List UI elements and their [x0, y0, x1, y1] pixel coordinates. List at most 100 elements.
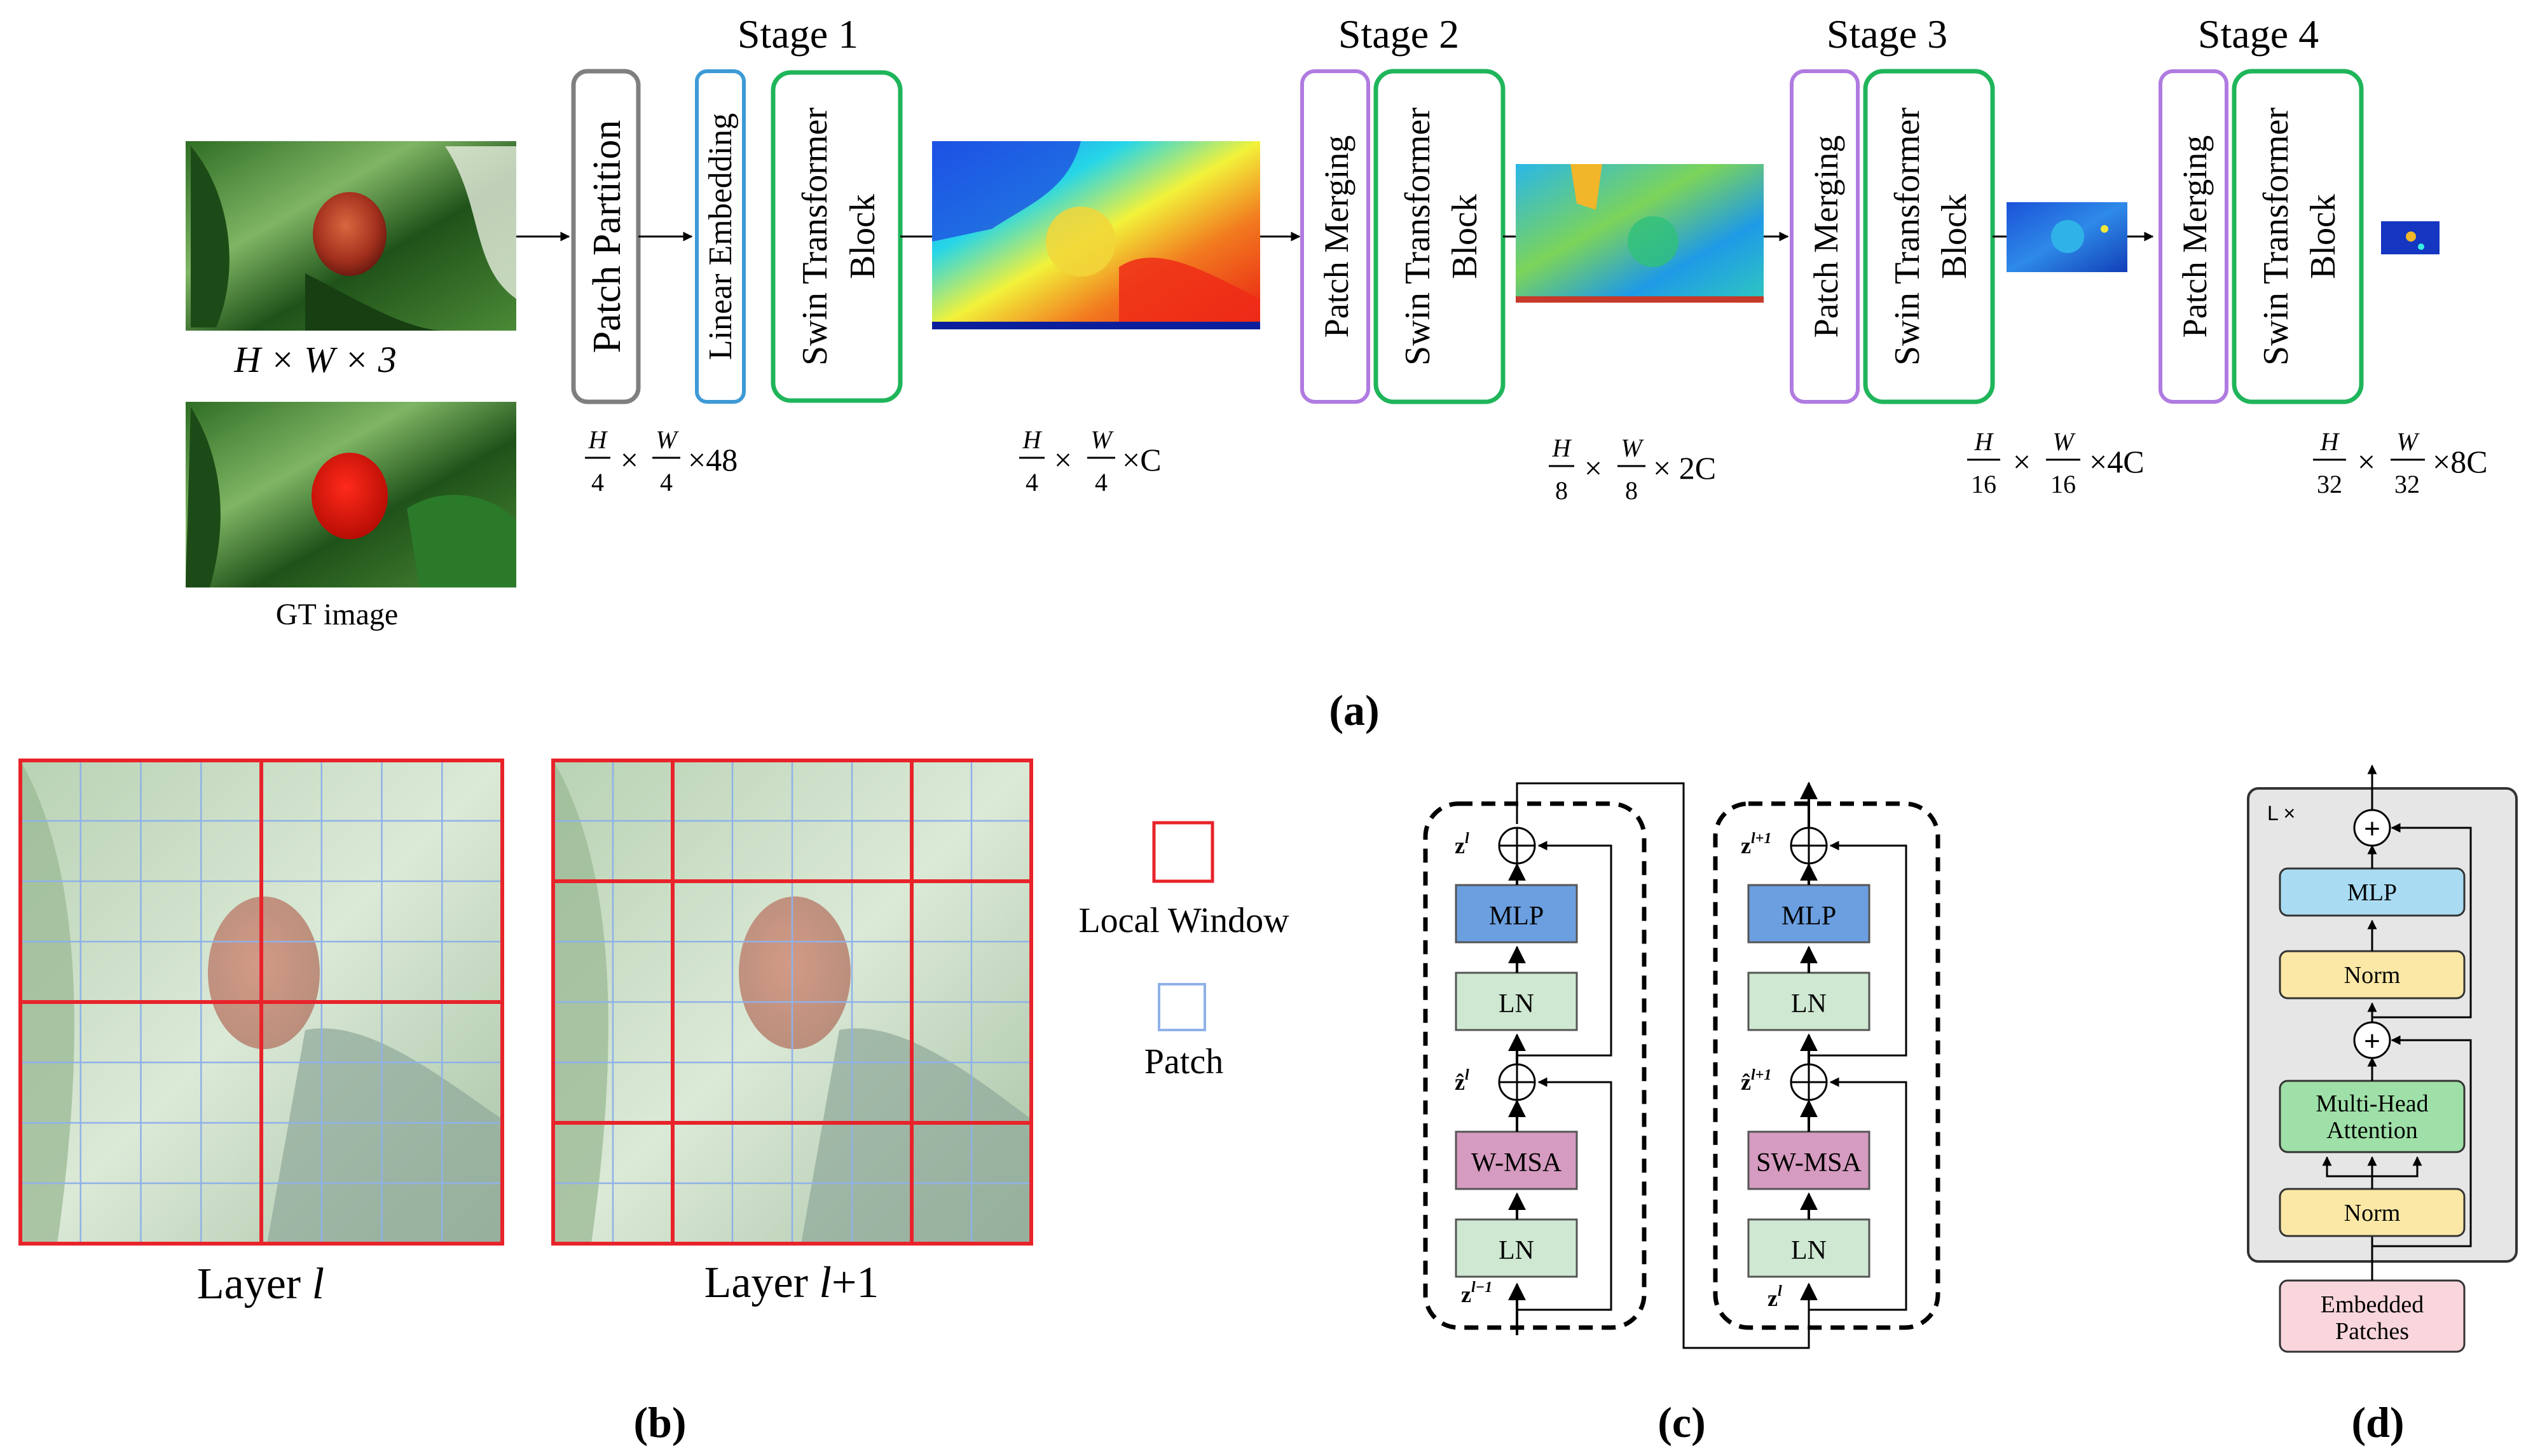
caption-b: (b) [633, 1398, 686, 1446]
svg-text:× 2C: × 2C [1653, 450, 1716, 486]
svg-text:×C: ×C [1122, 442, 1162, 477]
svg-text:H: H [588, 425, 608, 454]
svg-text:Attention: Attention [2326, 1117, 2418, 1144]
svg-text:H: H [1552, 434, 1572, 462]
svg-text:4: 4 [1095, 468, 1108, 497]
svg-text:Swin Transformer: Swin Transformer [1398, 107, 1438, 366]
panel-c: LN W-MSA LN MLP zl ẑl zl−1 [1423, 781, 1940, 1446]
svg-text:LN: LN [1791, 989, 1827, 1019]
feature-map-1 [932, 141, 1260, 329]
caption-a: (a) [1329, 686, 1379, 734]
svg-text:×4C: ×4C [2089, 444, 2145, 479]
stage-2-title: Stage 2 [1338, 11, 1459, 57]
svg-text:W: W [2396, 427, 2420, 456]
svg-text:×: × [2358, 444, 2375, 479]
caption-d: (d) [2351, 1398, 2404, 1446]
ln-bottom-right [1747, 1218, 1870, 1278]
svg-text:Norm: Norm [2344, 962, 2401, 989]
layer-l-image [18, 759, 504, 1246]
left-swin-block: LN W-MSA LN MLP zl ẑl zl−1 [1455, 827, 1612, 1335]
stage-2-dims: H 8 × W 8 × 2C [1549, 434, 1716, 505]
svg-text:+: + [2364, 1026, 2380, 1057]
panel-d: L × Embedded Patches Norm Multi-Head Att… [2247, 764, 2518, 1446]
svg-text:Patch Merging: Patch Merging [2176, 135, 2214, 338]
svg-text:LN: LN [1499, 1236, 1534, 1265]
svg-text:32: 32 [2394, 470, 2420, 498]
svg-text:+: + [2364, 813, 2380, 844]
patch-legend-swatch [1158, 983, 1206, 1031]
local-window-grid [18, 759, 504, 1246]
swin-block-stage4 [2232, 69, 2364, 404]
feature-map-4 [2381, 221, 2440, 254]
sw-msa-block [1747, 1130, 1870, 1190]
svg-text:MLP: MLP [2347, 879, 2397, 906]
svg-text:Multi-Head: Multi-Head [2316, 1090, 2428, 1117]
mlp-right [1747, 884, 1870, 944]
svg-text:W: W [2052, 427, 2076, 456]
svg-text:LN: LN [1791, 1236, 1827, 1265]
svg-text:16: 16 [1971, 470, 1996, 498]
right-swin-block: LN SW-MSA LN MLP zl+1 ẑl+1 zl [1741, 781, 1907, 1311]
feature-map-3 [2007, 202, 2127, 272]
layer-l1-label: Layer l+1 [704, 1258, 879, 1307]
svg-text:Patch Merging: Patch Merging [1807, 135, 1845, 338]
svg-text:W: W [1090, 425, 1114, 454]
svg-text:H: H [1022, 425, 1043, 454]
svg-text:Block: Block [2303, 194, 2343, 279]
right-block-container [1713, 801, 1940, 1330]
svg-text:ẑl+1: ẑl+1 [1741, 1067, 1771, 1095]
stage-4-title: Stage 4 [2198, 11, 2319, 57]
panel-a: H × W × 3 GT image Patch Partition Stage… [186, 11, 2488, 734]
w-msa-block [1455, 1130, 1578, 1190]
svg-text:Norm: Norm [2344, 1200, 2401, 1226]
svg-text:Embedded: Embedded [2321, 1291, 2424, 1318]
svg-text:W-MSA: W-MSA [1471, 1148, 1562, 1178]
svg-text:4: 4 [591, 468, 604, 497]
svg-text:4: 4 [660, 468, 673, 497]
patch-partition-label: Patch Partition [586, 120, 629, 354]
svg-text:Block: Block [1445, 194, 1485, 279]
svg-text:W: W [656, 425, 679, 454]
ln-top-left [1455, 972, 1578, 1031]
svg-text:4: 4 [1026, 468, 1038, 497]
svg-text:zl: zl [1768, 1283, 1782, 1311]
shifted-window-grid [551, 759, 1033, 1246]
svg-text:MLP: MLP [1489, 902, 1544, 931]
svg-text:32: 32 [2317, 470, 2342, 498]
stage-1-input-dims: H 4 × W 4 ×48 [585, 425, 738, 497]
svg-text:SW-MSA: SW-MSA [1756, 1148, 1862, 1178]
linear-embedding-block [695, 69, 746, 404]
patch-merging-stage2 [1300, 69, 1370, 404]
svg-text:ẑl: ẑl [1455, 1067, 1469, 1095]
patch-merging-stage4 [2159, 69, 2228, 404]
svg-text:×48: ×48 [688, 442, 738, 477]
linear-embedding-label: Linear Embedding [703, 113, 739, 360]
gt-image-label: GT image [276, 598, 398, 631]
patch-legend-label: Patch [1144, 1042, 1223, 1082]
repeat-label: L × [2267, 802, 2295, 825]
local-window-legend-swatch [1152, 821, 1214, 883]
svg-text:zl−1: zl−1 [1461, 1279, 1492, 1307]
input-size-label: H × W × 3 [233, 339, 396, 380]
patch-merging-stage3 [1790, 69, 1860, 404]
shifted-window-border [551, 759, 1033, 1246]
panel-b: Layer l Layer l+1 Local Window Patch (b) [18, 759, 1289, 1446]
svg-text:MLP: MLP [1781, 902, 1836, 931]
svg-text:zl+1: zl+1 [1741, 830, 1771, 858]
svg-text:H: H [1974, 427, 1994, 456]
svg-text:×: × [2013, 444, 2031, 479]
input-image [186, 141, 516, 331]
feature-map-2 [1516, 164, 1764, 303]
local-window-legend-label: Local Window [1078, 901, 1289, 940]
left-block-container [1423, 801, 1647, 1330]
svg-text:Block: Block [1935, 194, 1974, 279]
svg-text:16: 16 [2050, 470, 2076, 498]
caption-c: (c) [1658, 1398, 1705, 1446]
svg-text:×: × [1054, 442, 1072, 477]
inter-block-connector [1516, 782, 1810, 1349]
svg-text:×: × [621, 442, 638, 477]
stage-3-dims: H 16 × W 16 ×4C [1967, 427, 2145, 498]
layer-l1-image [551, 759, 1033, 1246]
svg-text:W: W [1621, 434, 1644, 462]
